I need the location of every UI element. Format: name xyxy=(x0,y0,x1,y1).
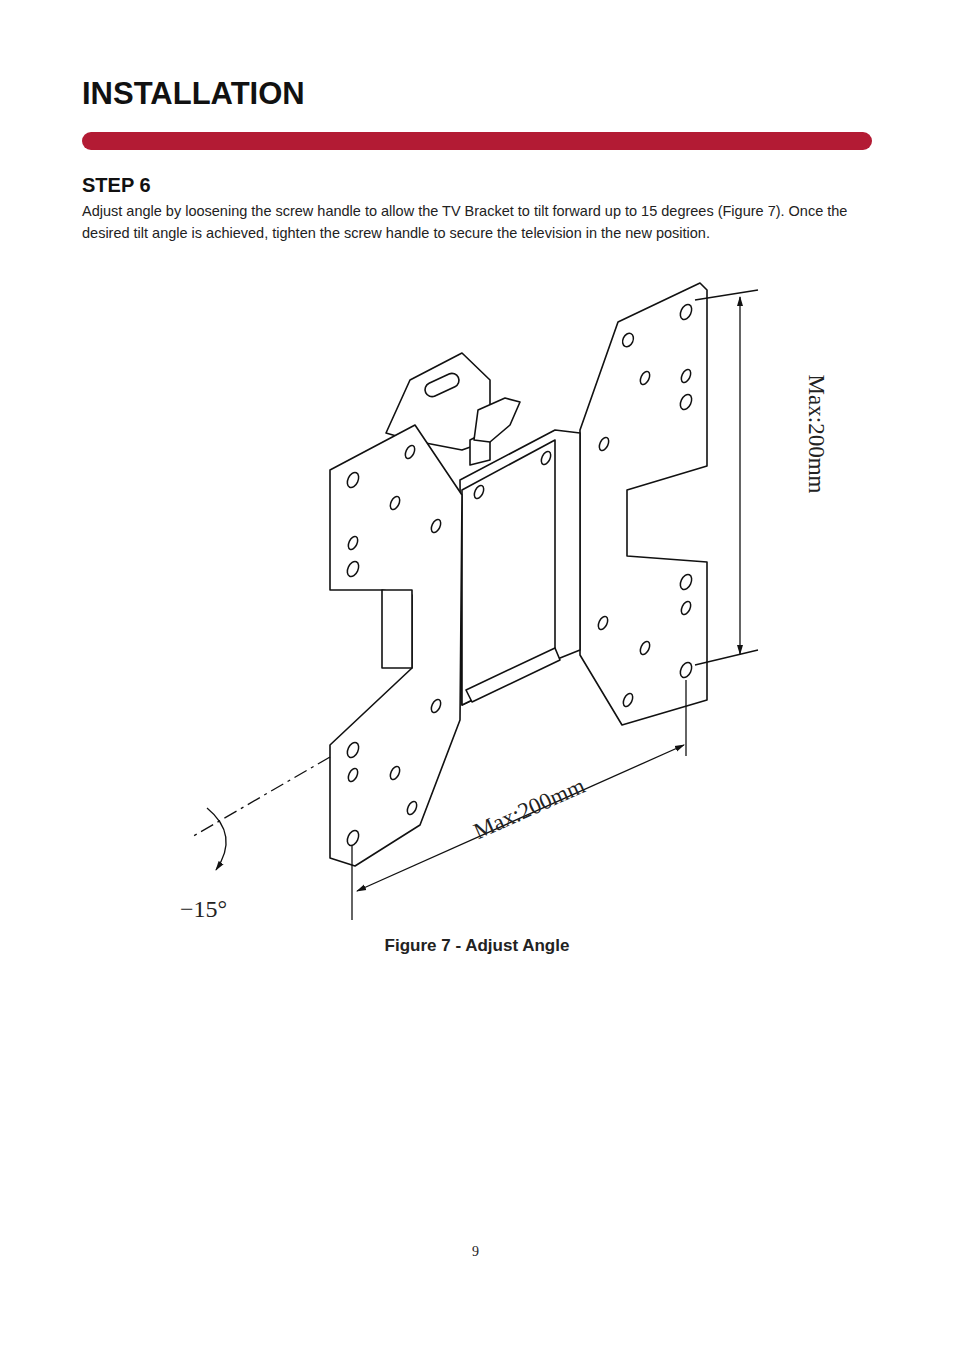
page-number: 9 xyxy=(472,1244,479,1260)
angle-label: −15° xyxy=(180,896,227,923)
dimension-label: Max:200mm xyxy=(803,374,829,493)
step-heading: STEP 6 xyxy=(82,174,151,197)
mounting-holes xyxy=(345,303,694,848)
figure-caption: Figure 7 - Adjust Angle xyxy=(385,936,570,956)
dimension-label: Max:200mm xyxy=(470,773,589,845)
instruction-text: Adjust angle by loosening the screw hand… xyxy=(82,200,877,244)
dimension-lines xyxy=(190,290,758,920)
page-title: INSTALLATION xyxy=(82,76,305,112)
title-bar xyxy=(82,132,872,150)
